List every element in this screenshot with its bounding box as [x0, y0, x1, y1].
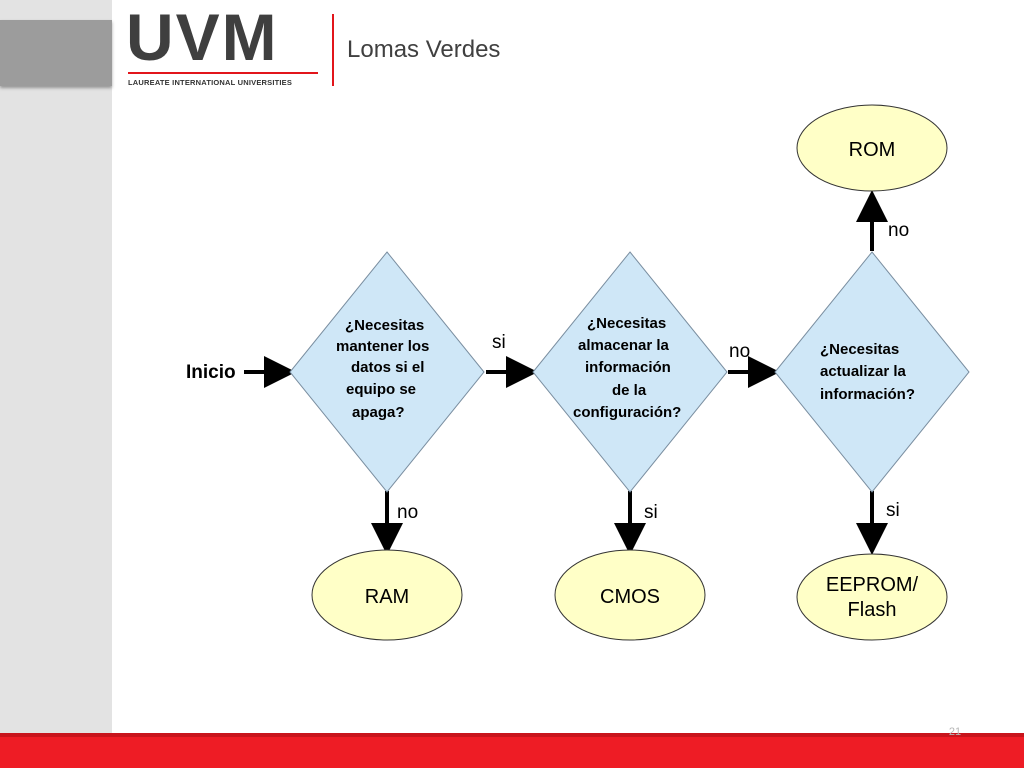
- decision3-diamond: [774, 251, 970, 493]
- edge-label-d1-d2: si: [492, 332, 506, 353]
- edge-label-d3-eeprom: si: [886, 500, 900, 521]
- ram-label: RAM: [365, 586, 409, 608]
- ram-ellipse: [311, 549, 463, 641]
- logo-uvm: UVM: [126, 0, 279, 74]
- campus-name: Lomas Verdes: [347, 36, 501, 63]
- edge-label-d2-d3: no: [729, 341, 750, 362]
- left-side-tab: [0, 20, 112, 86]
- eeprom-label-line-2: Flash: [848, 599, 897, 621]
- edge-label-d1-ram: no: [397, 502, 418, 523]
- logo-underline: [128, 72, 318, 74]
- edge-label-d3-rom: no: [888, 220, 909, 241]
- left-side-bar: [0, 0, 112, 768]
- logo-divider: [332, 14, 334, 86]
- decision3-line-1: ¿Necesitas: [820, 341, 899, 358]
- decision2-line-4: de la: [612, 382, 647, 399]
- start-label: Inicio: [186, 362, 236, 383]
- logo-tagline: LAUREATE INTERNATIONAL UNIVERSITIES: [128, 78, 293, 87]
- cmos-label: CMOS: [600, 586, 660, 608]
- edge-label-d2-cmos: si: [644, 502, 658, 523]
- footer-bar: [0, 733, 1024, 768]
- decision3-line-3: información?: [820, 386, 915, 403]
- eeprom-ellipse: [796, 553, 948, 641]
- rom-label: ROM: [849, 139, 896, 161]
- page-number: 21: [948, 726, 962, 738]
- eeprom-label-line-1: EEPROM/: [826, 574, 919, 596]
- decision2-line-3: información: [585, 359, 671, 376]
- decision2-line-1: ¿Necesitas: [587, 315, 666, 332]
- decision2-diamond: [532, 251, 728, 493]
- decision1-line-4: equipo se: [346, 381, 416, 398]
- decision2-line-5: configuración?: [573, 404, 681, 421]
- rom-ellipse: [796, 104, 948, 192]
- decision1-line-5: apaga?: [352, 404, 405, 421]
- decision1-line-3: datos si el: [351, 359, 424, 376]
- decision2-line-2: almacenar la: [578, 337, 670, 354]
- cmos-ellipse: [554, 549, 706, 641]
- decision1-line-2: mantener los: [336, 338, 429, 355]
- decision3-line-2: actualizar la: [820, 363, 907, 380]
- decision1-line-1: ¿Necesitas: [345, 317, 424, 334]
- decision1-diamond: [289, 251, 485, 493]
